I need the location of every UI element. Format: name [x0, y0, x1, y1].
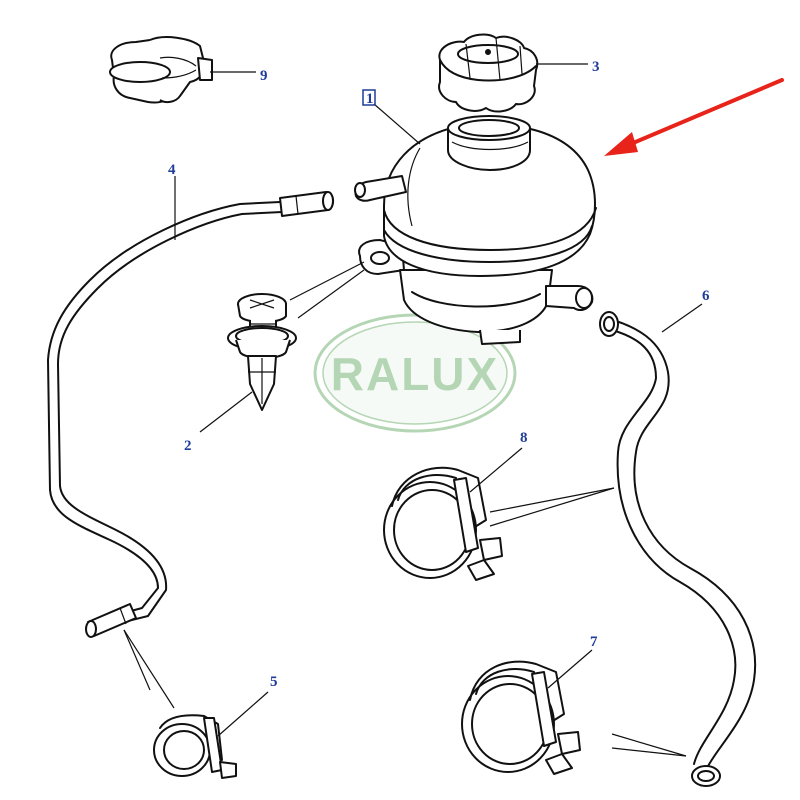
callout-6: 6: [702, 288, 710, 304]
callout-3: 3: [592, 59, 600, 75]
highlight-arrow: [604, 78, 784, 156]
callout-2: 2: [184, 438, 192, 454]
watermark: RALUX: [313, 313, 517, 433]
hose-clamp-lower: [461, 660, 581, 775]
callout-5: 5: [270, 674, 278, 690]
watermark-ellipse: [313, 313, 517, 433]
callout-labels: 1 2 3 4 5 6 7 8 9: [168, 59, 710, 690]
small-hose-clip: [153, 714, 237, 779]
leader-lines: [123, 63, 703, 757]
callout-4: 4: [168, 162, 176, 178]
callout-9: 9: [260, 68, 268, 84]
push-rivet: [227, 293, 297, 411]
callout-1: 1: [366, 91, 374, 107]
bleed-pipe: [47, 191, 334, 638]
hose-clamp-upper: [383, 466, 503, 581]
watermark-text: RALUX: [331, 348, 499, 400]
expansion-tank: [354, 115, 597, 345]
callout-7: 7: [590, 634, 598, 650]
coolant-hose: [599, 311, 757, 787]
pipe-retaining-clip: [109, 36, 213, 104]
callout-1-box: [362, 89, 376, 106]
watermark-ellipse-inner: [322, 321, 508, 425]
filler-cap: [438, 33, 539, 113]
callout-8: 8: [520, 430, 528, 446]
